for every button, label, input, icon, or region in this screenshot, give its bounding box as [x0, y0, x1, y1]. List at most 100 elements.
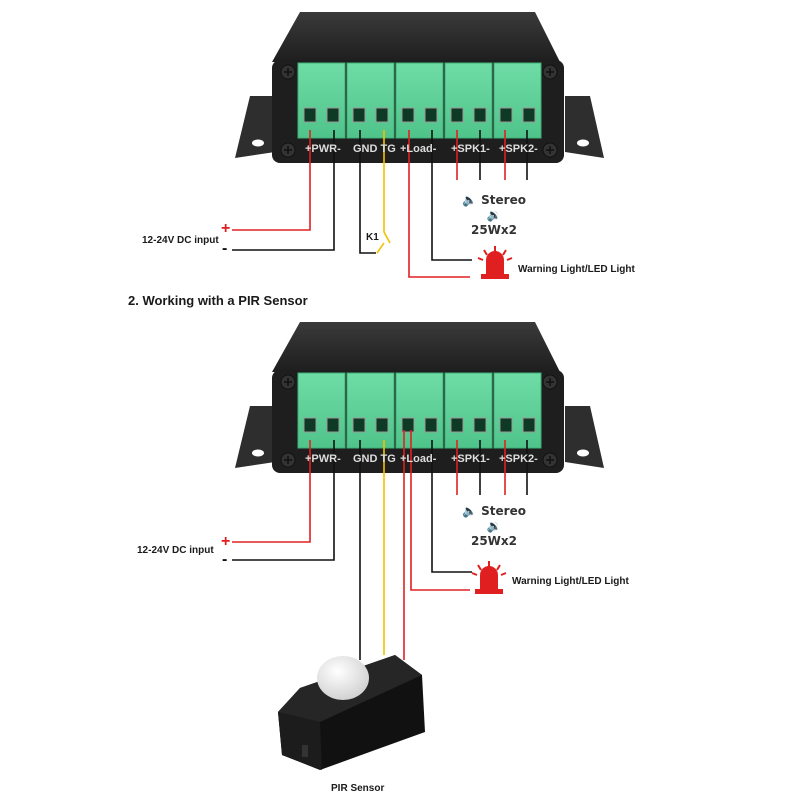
wire-power-positive [232, 440, 311, 543]
terminal-block-module [297, 372, 346, 449]
controller-device-bottom [235, 322, 604, 473]
terminal-block-module [297, 62, 346, 139]
wire-load-positive [410, 430, 470, 591]
plus-sign: + [221, 220, 231, 237]
terminal-screw-slot [303, 417, 317, 433]
warning-light-label: Warning Light/LED Light [518, 264, 635, 275]
screw-icon [542, 142, 558, 158]
terminal-screw-slot [401, 107, 415, 123]
speaker-label-line2: 25Wx2 [470, 223, 518, 237]
terminal-screw-slot [303, 107, 317, 123]
terminal-label-gnd-tg: GND TG [353, 453, 396, 465]
terminal-screw-slot [473, 107, 487, 123]
terminal-screw-slot [375, 417, 389, 433]
warning-light-icon [477, 246, 513, 279]
screw-icon [542, 452, 558, 468]
terminal-label-spk2: +SPK2- [499, 453, 538, 465]
speaker-right-icon: 🔉 [486, 519, 502, 533]
wire-trigger [383, 130, 391, 244]
terminal-screw-slot [450, 107, 464, 123]
terminal-screw-slot [352, 107, 366, 123]
terminal-screw-slot [326, 107, 340, 123]
terminal-screw-slot [326, 417, 340, 433]
power-input-label: 12-24V DC input [142, 235, 219, 246]
mount-hole-left [252, 449, 264, 457]
wire-power-negative [232, 130, 335, 251]
pir-dome [317, 656, 369, 700]
terminal-screw-slot [401, 417, 415, 433]
wiring-top [232, 130, 528, 278]
switch-k1-contact [376, 242, 385, 254]
device-housing-top [272, 322, 560, 372]
terminal-label-spk1: +SPK1- [451, 143, 490, 155]
terminal-block-module [493, 62, 542, 139]
speaker-label: 🔈 Stereo 🔉 25Wx2 [453, 504, 535, 549]
section-title: 2. Working with a PIR Sensor [128, 293, 308, 308]
terminal-block-module [395, 62, 444, 139]
wiring-bottom [232, 430, 528, 660]
screw-icon [280, 64, 296, 80]
power-input-label: 12-24V DC input [137, 545, 214, 556]
terminal-label-gnd-tg: GND TG [353, 143, 396, 155]
mount-hole-right [577, 449, 589, 457]
speaker-right-icon: 🔉 [486, 208, 502, 222]
mount-flange-right [565, 96, 604, 158]
screw-icon [542, 374, 558, 390]
terminal-label-spk1: +SPK1- [451, 453, 490, 465]
terminal-label-pwr: +PWR- [305, 453, 341, 465]
speaker-label: 🔈 Stereo 🔉 25Wx2 [453, 193, 535, 238]
terminal-screw-slot [375, 107, 389, 123]
terminal-block-module [346, 62, 395, 139]
terminal-block-module [493, 372, 542, 449]
pir-sensor-label: PIR Sensor [331, 783, 385, 794]
terminal-screw-slot [424, 417, 438, 433]
terminal-label-load: +Load- [400, 143, 437, 155]
terminal-block [297, 372, 542, 449]
terminal-screw-slot [424, 107, 438, 123]
speaker-left-icon: 🔈 [462, 193, 477, 207]
speaker-label-line1: Stereo [481, 504, 526, 518]
mount-flange-right [565, 406, 604, 468]
screw-icon [280, 374, 296, 390]
terminal-block [297, 62, 542, 139]
terminal-label-pwr: +PWR- [305, 143, 341, 155]
screw-icon [280, 452, 296, 468]
minus-sign: - [222, 551, 228, 568]
speaker-label-line2: 25Wx2 [470, 534, 518, 548]
terminal-label-load: +Load- [400, 453, 437, 465]
screw-icon [542, 64, 558, 80]
wire-power-positive [232, 130, 311, 231]
wire-power-negative [232, 440, 335, 561]
mount-flange-left [235, 96, 275, 158]
controller-device-top [235, 12, 604, 163]
mount-hole-right [577, 139, 589, 147]
speaker-left-icon: 🔈 [462, 504, 477, 518]
terminal-block-module [444, 372, 493, 449]
wire-load-positive [408, 130, 470, 278]
warning-light-icon [471, 561, 507, 594]
terminal-screw-slot [473, 417, 487, 433]
terminal-screw-slot [499, 417, 513, 433]
terminal-screw-slot [352, 417, 366, 433]
terminal-block-module [346, 372, 395, 449]
terminal-block-module [395, 372, 444, 449]
device-housing-top [272, 12, 560, 62]
terminal-screw-slot [450, 417, 464, 433]
mount-flange-left [235, 406, 275, 468]
pir-sensor-image [278, 655, 425, 770]
switch-k1-label: K1 [366, 232, 379, 243]
terminal-label-spk2: +SPK2- [499, 143, 538, 155]
terminal-screw-slot [522, 107, 536, 123]
wire-load-negative [431, 440, 472, 573]
plus-sign: + [221, 533, 231, 550]
wire-gnd [359, 130, 376, 254]
terminal-screw-slot [522, 417, 536, 433]
terminal-block-module [444, 62, 493, 139]
wire-load-negative [431, 130, 472, 261]
speaker-label-line1: Stereo [481, 193, 526, 207]
mount-hole-left [252, 139, 264, 147]
minus-sign: - [222, 240, 228, 257]
terminal-screw-slot [499, 107, 513, 123]
